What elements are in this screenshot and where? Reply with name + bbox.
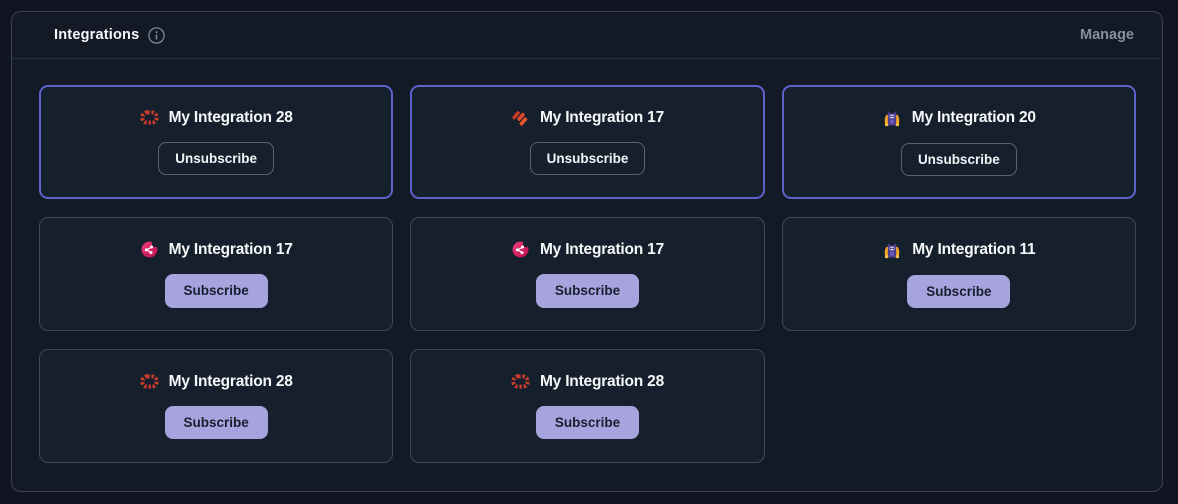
integrations-panel: Integrations Manage My Integration 28 Un… [11, 11, 1163, 492]
panel-header: Integrations Manage [12, 12, 1162, 59]
card-header: My Integration 17 [140, 240, 293, 259]
integration-title: My Integration 28 [168, 372, 293, 390]
orange-slashes-icon [511, 109, 530, 126]
integration-card[interactable]: My Integration 17 Unsubscribe [410, 85, 765, 199]
integration-card[interactable]: My Integration 17 Subscribe [39, 217, 394, 331]
manage-button[interactable]: Manage [1080, 27, 1134, 43]
integration-title: My Integration 20 [911, 108, 1036, 126]
owl-mascot-icon [882, 240, 902, 260]
integration-card[interactable]: My Integration 28 Subscribe [39, 349, 394, 463]
subscribe-button[interactable]: Subscribe [907, 274, 1011, 309]
integration-title: My Integration 11 [912, 240, 1036, 258]
integration-title: My Integration 17 [539, 108, 665, 126]
subscribe-button[interactable]: Subscribe [535, 274, 640, 308]
integration-title: My Integration 28 [168, 108, 293, 126]
card-header: My Integration 17 [511, 109, 664, 127]
pink-share-icon [511, 240, 530, 259]
subscribe-button[interactable]: Subscribe [164, 274, 268, 308]
integration-card[interactable]: My Integration 28 Subscribe [410, 349, 765, 463]
integration-title: My Integration 28 [539, 372, 665, 390]
unsubscribe-button[interactable]: Unsubscribe [158, 141, 275, 176]
owl-mascot-icon [882, 108, 902, 128]
integration-grid: My Integration 28 Unsubscribe My Integra… [12, 59, 1162, 491]
info-icon[interactable] [148, 26, 166, 44]
integration-card[interactable]: My Integration 11 Subscribe [781, 217, 1136, 331]
integration-title: My Integration 17 [539, 240, 665, 258]
unsubscribe-button[interactable]: Unsubscribe [529, 141, 646, 176]
subscribe-button[interactable]: Subscribe [164, 405, 268, 440]
subscribe-button[interactable]: Subscribe [535, 405, 640, 440]
red-tiles-icon [140, 110, 159, 125]
red-tiles-icon [511, 374, 530, 389]
card-header: My Integration 28 [140, 109, 293, 127]
integration-card[interactable]: My Integration 28 Unsubscribe [39, 85, 394, 199]
card-header: My Integration 28 [140, 373, 293, 391]
card-header: My Integration 28 [511, 373, 664, 391]
card-header: My Integration 20 [882, 108, 1036, 128]
integration-card[interactable]: My Integration 17 Subscribe [410, 217, 765, 331]
integration-title: My Integration 17 [168, 240, 293, 258]
card-header: My Integration 17 [511, 240, 664, 259]
panel-title: Integrations [54, 27, 140, 43]
red-tiles-icon [140, 374, 159, 389]
card-header: My Integration 11 [882, 240, 1036, 260]
unsubscribe-button[interactable]: Unsubscribe [900, 142, 1017, 177]
integration-card[interactable]: My Integration 20 Unsubscribe [781, 85, 1136, 199]
pink-share-icon [140, 240, 159, 259]
